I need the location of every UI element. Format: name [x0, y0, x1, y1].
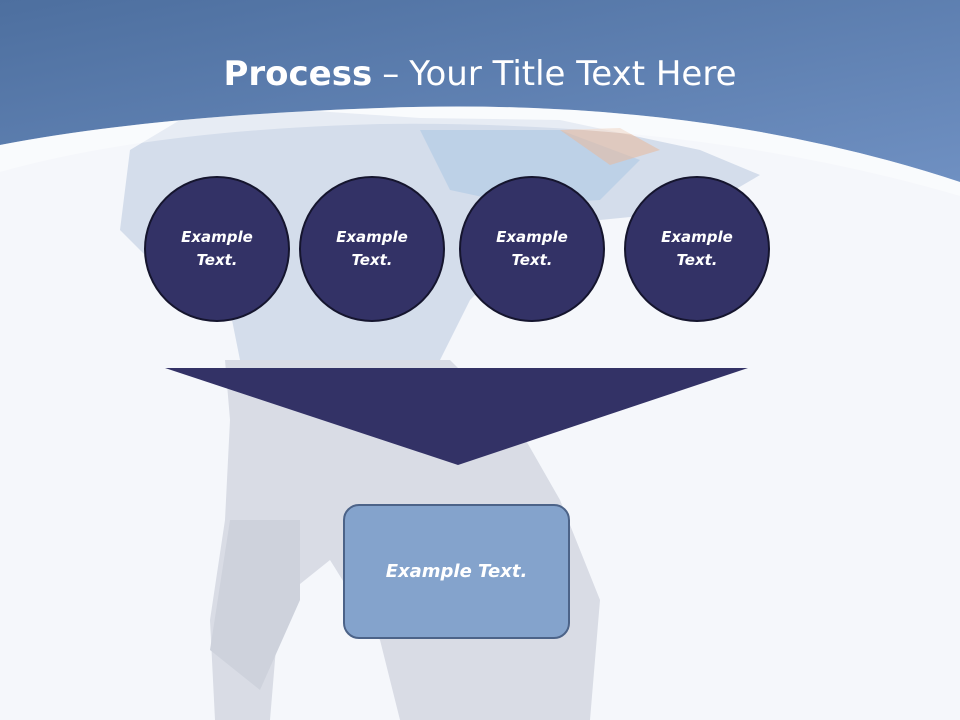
step-text-line1: Example: [336, 228, 408, 246]
step-text-line1: Example: [661, 228, 733, 246]
step-text-line2: Text.: [351, 251, 393, 269]
step-text-line1: Example: [496, 228, 568, 246]
result-box: Example Text.: [343, 504, 570, 639]
funnel-arrow: [165, 368, 748, 465]
step-text-line1: Example: [181, 228, 253, 246]
title-separator: –: [382, 54, 400, 94]
header-swoosh: [0, 106, 960, 196]
result-text: Example Text.: [385, 561, 528, 582]
title-rest: Your Title Text Here: [409, 54, 737, 94]
step-text-line2: Text.: [676, 251, 718, 269]
step-text-line2: Text.: [511, 251, 553, 269]
slide-title: Process–Your Title Text Here: [0, 52, 960, 96]
header-band: [0, 0, 960, 182]
step-text-line2: Text.: [196, 251, 238, 269]
title-bold: Process: [223, 54, 373, 94]
